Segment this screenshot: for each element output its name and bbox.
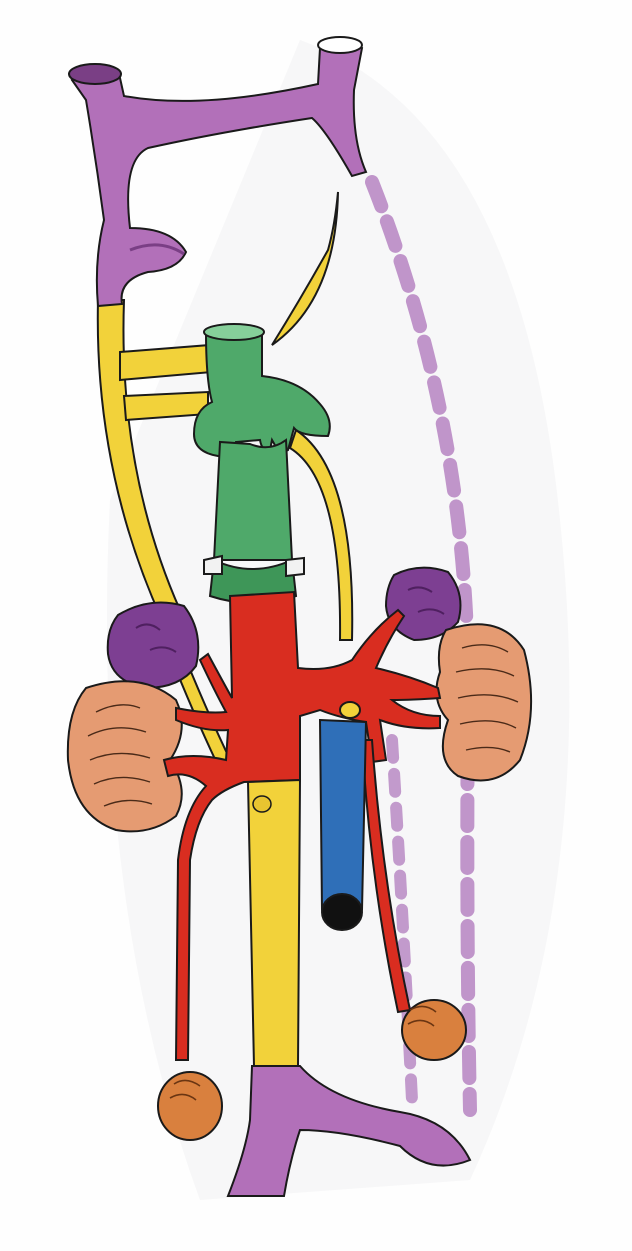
yellow-lower-vessel bbox=[248, 780, 300, 1066]
left-kidney bbox=[68, 681, 182, 831]
left-adrenal bbox=[108, 603, 199, 688]
right-kidney bbox=[436, 624, 531, 780]
left-gonad bbox=[158, 1072, 222, 1140]
right-gonad bbox=[402, 1000, 466, 1060]
blue-vessel bbox=[320, 720, 366, 930]
